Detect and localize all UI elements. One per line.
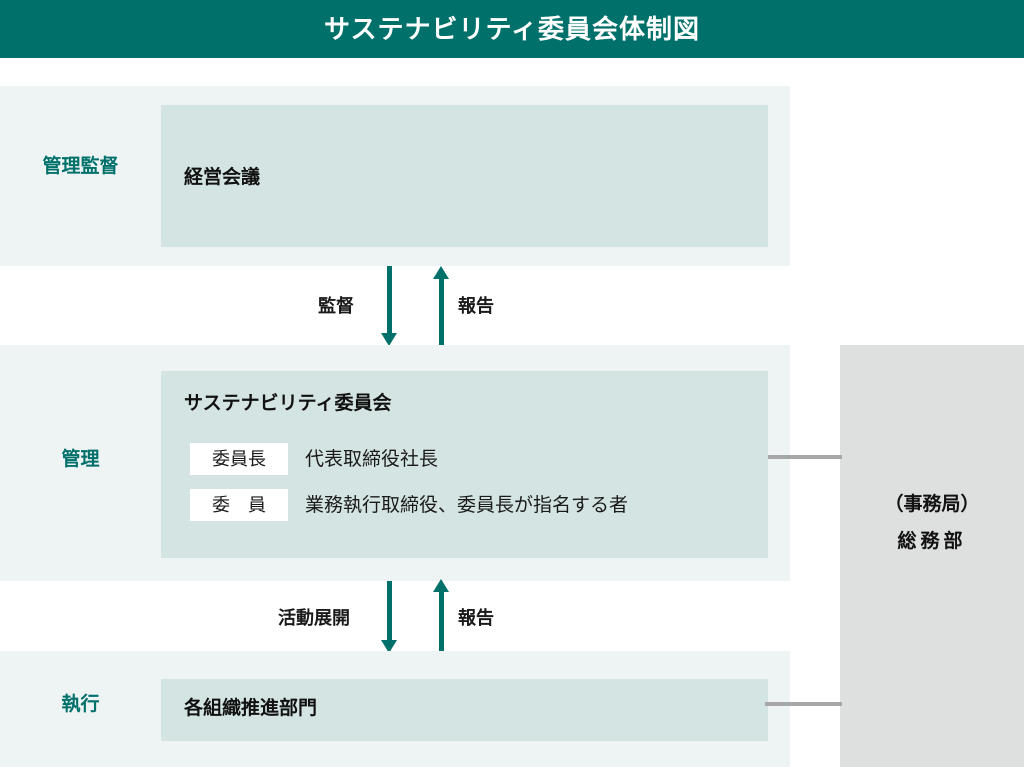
level-label-execution: 執行 bbox=[61, 694, 100, 715]
level-band-management: 管理 サステナビリティ委員会 委員長 代表取締役社長 委 員 業務執行取締役、委… bbox=[0, 345, 790, 581]
member-role-tag: 委 員 bbox=[190, 489, 288, 521]
arrow-shaft bbox=[387, 581, 392, 641]
member-role-tag: 委員長 bbox=[190, 443, 288, 475]
arrow-label-supervision: 監督 bbox=[318, 296, 354, 316]
committee-member-row: 委員長 代表取締役社長 bbox=[190, 443, 438, 475]
arrow-label-report-top: 報告 bbox=[458, 296, 494, 316]
arrow-group-management-execution: 活動展開 報告 bbox=[0, 579, 790, 653]
arrow-label-report-bottom: 報告 bbox=[458, 608, 494, 628]
arrow-report-up-top bbox=[433, 266, 449, 345]
level-label-oversight: 管理監督 bbox=[42, 156, 119, 177]
connector-line-committee-secretariat bbox=[768, 455, 842, 459]
page-header: サステナビリティ委員会体制図 bbox=[0, 0, 1024, 58]
unit-box-promotion-departments: 各組織推進部門 bbox=[161, 679, 768, 741]
unit-title-promotion-departments: 各組織推進部門 bbox=[184, 698, 318, 719]
arrow-shaft bbox=[439, 591, 444, 651]
connector-line-execution-secretariat bbox=[765, 702, 842, 706]
level-band-oversight: 管理監督 経営会議 bbox=[0, 86, 790, 266]
secretariat-labels: （事務局） 総務部 bbox=[840, 494, 1024, 553]
committee-member-row: 委 員 業務執行取締役、委員長が指名する者 bbox=[190, 489, 628, 521]
unit-title-sustainability-committee: サステナビリティ委員会 bbox=[184, 393, 392, 414]
arrow-supervision-down bbox=[381, 266, 397, 346]
secretariat-role-label: （事務局） bbox=[884, 494, 980, 515]
level-band-execution: 執行 各組織推進部門 bbox=[0, 651, 790, 767]
arrow-shaft bbox=[387, 266, 392, 334]
arrow-head-down bbox=[381, 333, 397, 346]
arrow-shaft bbox=[439, 278, 444, 345]
secretariat-department-label: 総務部 bbox=[897, 530, 967, 552]
arrow-report-up-bottom bbox=[433, 579, 449, 651]
arrow-head-down bbox=[381, 640, 397, 653]
secretariat-panel: （事務局） 総務部 bbox=[840, 345, 1024, 767]
unit-title-management-meeting: 経営会議 bbox=[184, 167, 261, 188]
unit-box-sustainability-committee: サステナビリティ委員会 委員長 代表取締役社長 委 員 業務執行取締役、委員長が… bbox=[161, 371, 768, 558]
unit-box-management-meeting: 経営会議 bbox=[161, 105, 768, 247]
arrow-head-up bbox=[433, 579, 449, 592]
arrow-activity-deployment-down bbox=[381, 581, 397, 653]
arrow-head-up bbox=[433, 266, 449, 279]
arrow-group-oversight-management: 監督 報告 bbox=[0, 266, 790, 346]
arrow-label-activity-deployment: 活動展開 bbox=[278, 608, 350, 628]
page-title: サステナビリティ委員会体制図 bbox=[324, 14, 700, 44]
member-name-text: 業務執行取締役、委員長が指名する者 bbox=[305, 494, 629, 516]
member-name-text: 代表取締役社長 bbox=[305, 448, 439, 470]
level-label-management: 管理 bbox=[61, 449, 100, 470]
